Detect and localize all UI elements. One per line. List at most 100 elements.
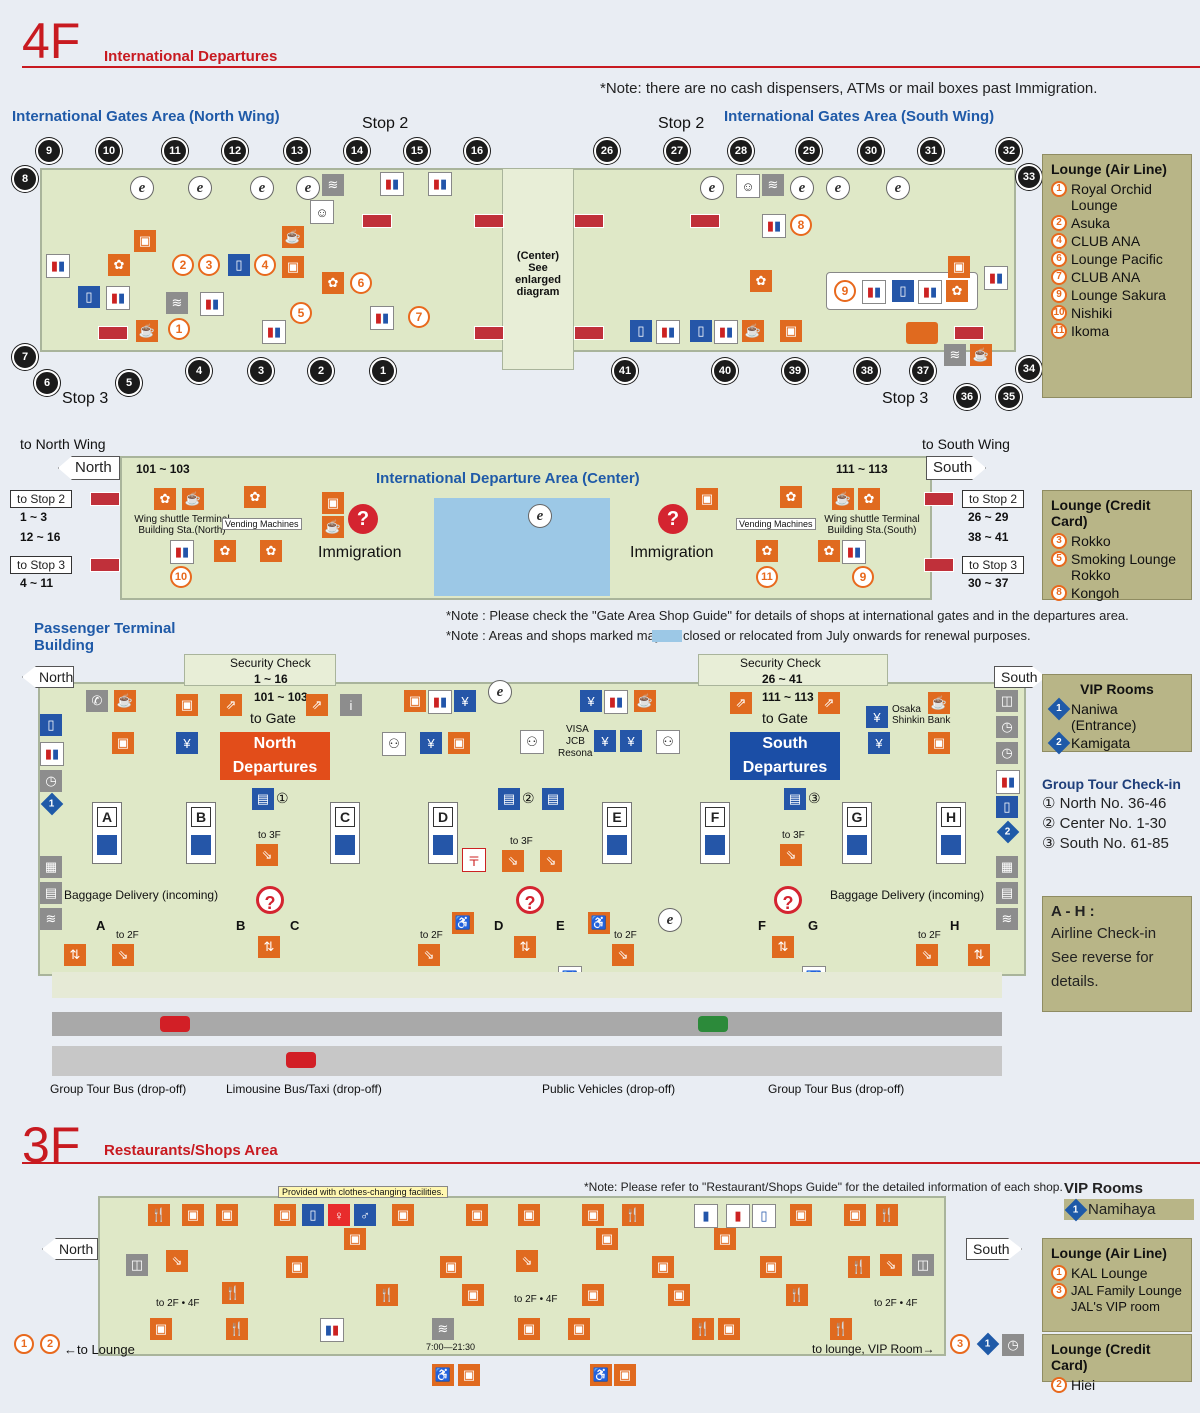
gate-4[interactable]: 4 bbox=[186, 358, 212, 384]
gate-11[interactable]: 11 bbox=[162, 138, 188, 164]
lounge-marker-1[interactable]: 1 bbox=[168, 318, 190, 340]
gate-27[interactable]: 27 bbox=[664, 138, 690, 164]
lounge-marker-3[interactable]: 3 bbox=[950, 1334, 970, 1354]
lounge-marker-3[interactable]: 3 bbox=[198, 254, 220, 276]
escalator-icon: ⇘ bbox=[880, 1254, 902, 1276]
gate-26[interactable]: 26 bbox=[594, 138, 620, 164]
lounge-marker-9[interactable]: 9 bbox=[834, 280, 856, 302]
atm-icon: ¥ bbox=[580, 690, 602, 712]
shop-icon: ▣ bbox=[182, 1204, 204, 1226]
lounge-marker-1[interactable]: 1 bbox=[14, 1334, 34, 1354]
gift-icon: ✿ bbox=[750, 270, 772, 292]
checkin-counter-h[interactable]: H bbox=[936, 802, 966, 864]
gate-33[interactable]: 33 bbox=[1016, 164, 1042, 190]
lounge-marker-9[interactable]: 9 bbox=[852, 566, 874, 588]
gate-30[interactable]: 30 bbox=[858, 138, 884, 164]
gate-39[interactable]: 39 bbox=[782, 358, 808, 384]
gate-14[interactable]: 14 bbox=[344, 138, 370, 164]
elevator-icon: ◫ bbox=[126, 1254, 148, 1276]
nursing-icon: ▯ bbox=[228, 254, 250, 276]
restaurant-icon: 🍴 bbox=[830, 1318, 852, 1340]
lounge-marker-6[interactable]: 6 bbox=[350, 272, 372, 294]
door-g: G bbox=[808, 918, 819, 933]
information-icon[interactable]: ? bbox=[516, 886, 544, 914]
gate-13[interactable]: 13 bbox=[284, 138, 310, 164]
gate-3[interactable]: 3 bbox=[248, 358, 274, 384]
lounge-marker-4[interactable]: 4 bbox=[254, 254, 276, 276]
checkin-counter-d[interactable]: D bbox=[428, 802, 458, 864]
center-title: International Departure Area (Center) bbox=[376, 470, 640, 487]
vip-marker-1[interactable]: 1 bbox=[40, 792, 64, 816]
gate-32[interactable]: 32 bbox=[996, 138, 1022, 164]
checkin-counter-a[interactable]: A bbox=[92, 802, 122, 864]
gate-7[interactable]: 7 bbox=[12, 344, 38, 370]
lounge-marker-7[interactable]: 7 bbox=[408, 306, 430, 328]
gate-2[interactable]: 2 bbox=[308, 358, 334, 384]
ptb-north-button[interactable]: North bbox=[22, 666, 74, 688]
escalator-icon: ⇗ bbox=[220, 694, 242, 716]
ptb-south-button[interactable]: South bbox=[994, 666, 1046, 688]
gate-41[interactable]: 41 bbox=[612, 358, 638, 384]
note-restaurant-guide: *Note: Please refer to "Restaurant/Shops… bbox=[584, 1180, 1063, 1194]
immigration-left: Immigration bbox=[318, 544, 402, 561]
gate-8[interactable]: 8 bbox=[12, 166, 38, 192]
information-icon[interactable]: ? bbox=[256, 886, 284, 914]
lounge-marker-10[interactable]: 10 bbox=[170, 566, 192, 588]
to-stop2-left[interactable]: to Stop 2 bbox=[10, 490, 73, 508]
legend-title: Group Tour Check-in bbox=[1042, 776, 1181, 792]
gate-34[interactable]: 34 bbox=[1016, 356, 1042, 382]
gate-15[interactable]: 15 bbox=[404, 138, 430, 164]
lounge-marker-2[interactable]: 2 bbox=[172, 254, 194, 276]
gate-31[interactable]: 31 bbox=[918, 138, 944, 164]
group-tour-mark-3: ③ bbox=[808, 790, 821, 806]
gate-37[interactable]: 37 bbox=[910, 358, 936, 384]
gate-36[interactable]: 36 bbox=[954, 384, 980, 410]
gate-28[interactable]: 28 bbox=[728, 138, 754, 164]
checkin-counter-e[interactable]: E bbox=[602, 802, 632, 864]
north-wing-button[interactable]: North bbox=[58, 456, 120, 480]
gate-12[interactable]: 12 bbox=[222, 138, 248, 164]
security-gates-right: 26 ~ 41 bbox=[762, 672, 803, 686]
lounge-marker-8[interactable]: 8 bbox=[790, 214, 812, 236]
gate-40[interactable]: 40 bbox=[712, 358, 738, 384]
information-icon[interactable]: ? bbox=[658, 504, 688, 534]
information-icon[interactable]: ? bbox=[774, 886, 802, 914]
to-stop3-right[interactable]: to Stop 3 bbox=[962, 556, 1025, 574]
vip-marker-2[interactable]: 2 bbox=[996, 820, 1020, 844]
to-stop3-left[interactable]: to Stop 3 bbox=[10, 556, 73, 574]
north-departures[interactable]: North Departures bbox=[220, 732, 330, 780]
gate-29[interactable]: 29 bbox=[796, 138, 822, 164]
to-lounge-right: to lounge, VIP Room→ bbox=[812, 1342, 935, 1356]
3f-north-button[interactable]: North bbox=[42, 1238, 98, 1260]
checkin-counter-b[interactable]: B bbox=[186, 802, 216, 864]
lounge-marker-5[interactable]: 5 bbox=[290, 302, 312, 324]
checkin-counter-c[interactable]: C bbox=[330, 802, 360, 864]
south-departures[interactable]: South Departures bbox=[730, 732, 840, 780]
information-icon[interactable]: ? bbox=[348, 504, 378, 534]
gate-38[interactable]: 38 bbox=[854, 358, 880, 384]
to-2f-4f: to 2F • 4F bbox=[514, 1294, 558, 1305]
lounge-marker-2[interactable]: 2 bbox=[40, 1334, 60, 1354]
shop-icon: ▣ bbox=[568, 1318, 590, 1340]
gate-9[interactable]: 9 bbox=[36, 138, 62, 164]
gift-icon: ✿ bbox=[946, 280, 968, 302]
gate-1[interactable]: 1 bbox=[370, 358, 396, 384]
3f-south-button[interactable]: South bbox=[966, 1238, 1022, 1260]
restroom-icon: ▮▮ bbox=[604, 690, 628, 714]
lounge-marker-11[interactable]: 11 bbox=[756, 566, 778, 588]
gate-5[interactable]: 5 bbox=[116, 370, 142, 396]
checkin-counter-g[interactable]: G bbox=[842, 802, 872, 864]
to-stop2-right[interactable]: to Stop 2 bbox=[962, 490, 1025, 508]
gate-10[interactable]: 10 bbox=[96, 138, 122, 164]
gate-16[interactable]: 16 bbox=[464, 138, 490, 164]
escalator-icon: ⇘ bbox=[166, 1250, 188, 1272]
vip-marker-1[interactable]: 1 bbox=[976, 1332, 1000, 1356]
checkin-counter-f[interactable]: F bbox=[700, 802, 730, 864]
gate-35[interactable]: 35 bbox=[996, 384, 1022, 410]
restroom-icon: ▮▮ bbox=[656, 320, 680, 344]
gate-6[interactable]: 6 bbox=[34, 370, 60, 396]
e-badge-icon: e bbox=[528, 504, 552, 528]
south-wing-button[interactable]: South bbox=[926, 456, 986, 480]
